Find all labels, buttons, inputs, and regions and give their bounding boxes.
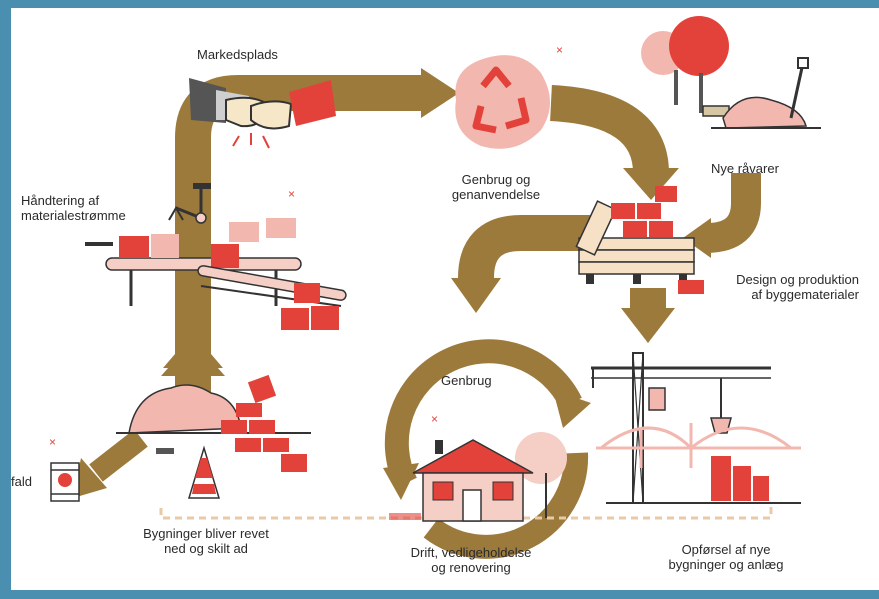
diagram-graphics: × × (49, 16, 821, 559)
label-operation-line1: Drift, vedligeholdelse (410, 545, 532, 560)
label-operation: Drift, vedligeholdelse og renovering (381, 545, 561, 575)
arrow-raw-to-design (705, 173, 761, 253)
svg-text:×: × (288, 187, 295, 201)
label-raw-materials: Nye råvarer (711, 161, 779, 176)
robot-arm-icon: × (168, 183, 295, 224)
reuse-loop (384, 339, 589, 559)
label-operation-line2: og renovering (431, 560, 511, 575)
svg-text:×: × (556, 43, 563, 57)
arrow-recycling-to-design (549, 85, 669, 174)
label-construction: Opførsel af nye bygninger og anlæg (641, 542, 811, 572)
arrowhead-from-raw (683, 218, 711, 258)
house-icon: × (389, 412, 567, 522)
label-handling-line2: materialestrømme (21, 208, 126, 223)
waste-barrel-icon: × (49, 435, 80, 502)
label-waste: fald (11, 474, 32, 489)
arrowhead-to-operation (451, 278, 501, 313)
label-construction-line2: bygninger og anlæg (668, 557, 784, 572)
label-design-line2: af byggematerialer (751, 287, 859, 302)
label-recycling: Genbrug og genanvendelse (421, 172, 571, 202)
traffic-cone-icon (187, 445, 221, 499)
conveyor-belt-icon (85, 218, 347, 330)
label-handling: Håndtering af materialestrømme (21, 193, 126, 223)
arrow-demolition-to-waste (89, 429, 148, 482)
label-marketplace: Markedsplads (197, 47, 278, 62)
label-design-line1: Design og produktion (736, 272, 859, 287)
label-demolition: Bygninger bliver revet ned og skilt ad (111, 526, 301, 556)
lumber-and-bricks-icon (575, 186, 704, 294)
arrow-design-to-operation (458, 215, 591, 279)
arrowhead-to-design (623, 168, 679, 200)
crane-and-bridge-icon (591, 352, 801, 504)
arrowhead-to-construction (621, 308, 675, 343)
arrowhead-to-recycling (421, 68, 459, 118)
recycle-icon: × (455, 43, 563, 149)
svg-text:×: × (431, 412, 438, 426)
circular-economy-diagram: × × (11, 8, 879, 590)
label-construction-line1: Opførsel af nye (681, 542, 771, 557)
label-demolition-line2: ned og skilt ad (164, 541, 248, 556)
label-demolition-line1: Bygninger bliver revet (143, 526, 269, 541)
label-design: Design og produktion af byggematerialer (701, 272, 859, 302)
handshake-icon (189, 78, 336, 149)
trees-and-shovel-icon (641, 16, 821, 129)
label-recycling-line1: Genbrug og (461, 172, 531, 187)
label-recycling-line2: genanvendelse (451, 187, 541, 202)
svg-text:×: × (49, 435, 56, 449)
arrowhead-to-waste (73, 458, 107, 498)
label-handling-line1: Håndtering af (21, 193, 100, 208)
reuse-loop-arrowhead-1 (553, 390, 591, 428)
reuse-loop-arrowhead-2 (383, 463, 419, 500)
rubble-and-bricks-icon (116, 374, 311, 472)
label-reuse: Genbrug (441, 373, 492, 388)
